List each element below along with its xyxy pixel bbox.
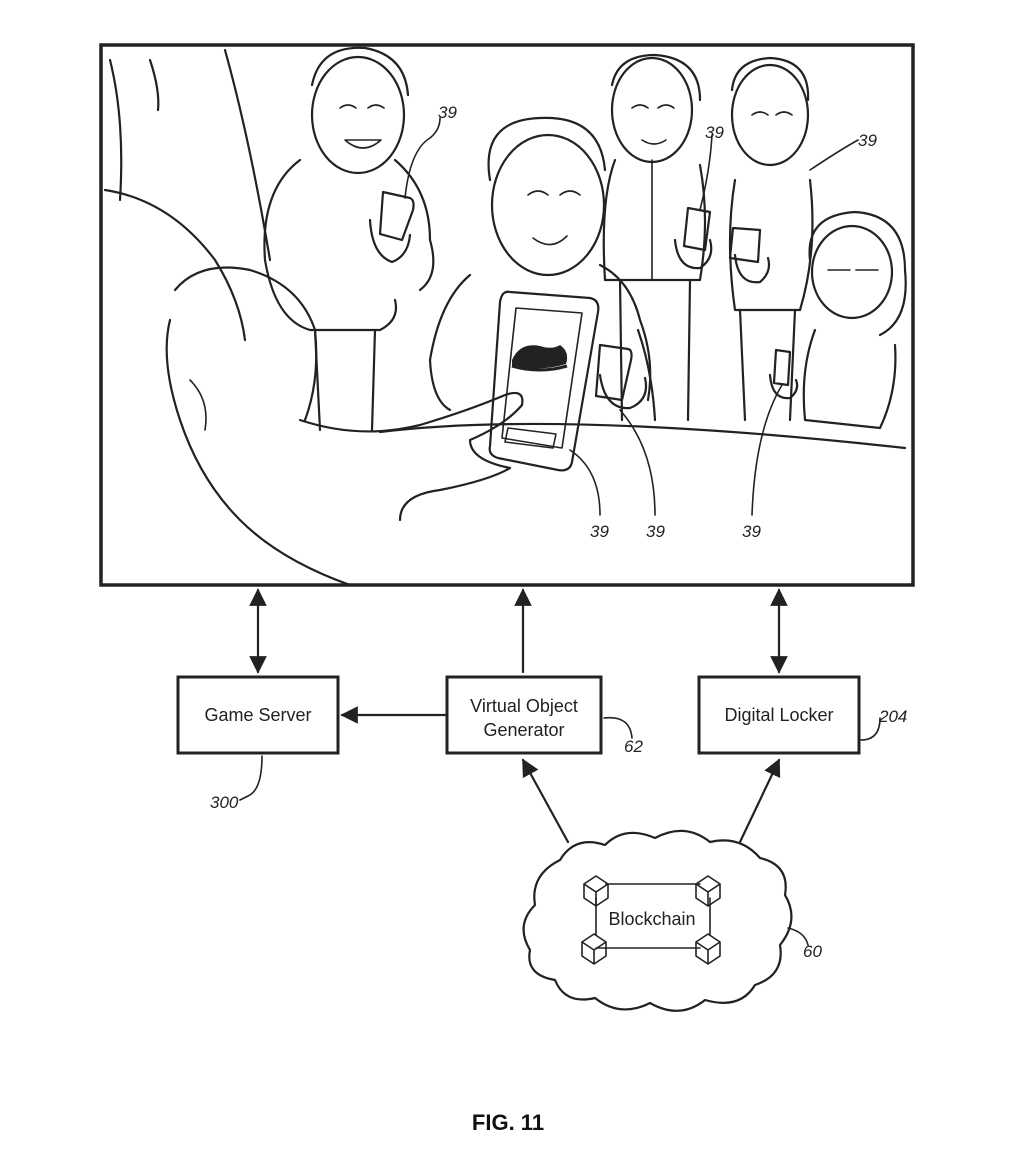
- sneaker-icon: [511, 345, 568, 372]
- block-cube-icon: [695, 875, 721, 907]
- virtual-object-generator-block: Virtual Object Generator 62: [445, 675, 643, 756]
- ref-39-a: 39: [438, 103, 457, 122]
- ar-scene: 39 39 39 39 39 39: [99, 43, 915, 587]
- blockchain-label: Blockchain: [608, 909, 695, 929]
- ref-39-e: 39: [646, 522, 665, 541]
- digital-locker-label: Digital Locker: [724, 705, 833, 725]
- scene-frame: [99, 43, 915, 587]
- person-2: [428, 116, 657, 422]
- blockchain-to-locker-arrow: [738, 758, 781, 844]
- person-3: [602, 53, 713, 422]
- blockchain-ref: 60: [803, 942, 822, 961]
- foreground-user: [103, 48, 524, 587]
- reference-leaders: [404, 117, 859, 516]
- digital-locker-ref: 204: [878, 707, 907, 726]
- held-phone: [488, 290, 600, 472]
- block-cube-icon: [581, 933, 607, 965]
- game-server-ref: 300: [210, 793, 239, 812]
- block-cube-icon: [695, 933, 721, 965]
- cloud-outline: [522, 829, 793, 1012]
- generator-label-line2: Generator: [483, 720, 564, 740]
- game-server-block: Game Server 300: [176, 675, 340, 812]
- person-1: [263, 46, 435, 432]
- game-server-label: Game Server: [204, 705, 311, 725]
- ref-39-f: 39: [742, 522, 761, 541]
- blockchain-network: [581, 875, 721, 965]
- person-4: [728, 56, 814, 422]
- generator-ref: 62: [624, 737, 643, 756]
- generator-label-line1: Virtual Object: [470, 696, 578, 716]
- ref-39-b: 39: [705, 123, 724, 142]
- blockchain-cloud: Blockchain 60: [522, 829, 822, 1012]
- ref-39-d: 39: [590, 522, 609, 541]
- connectors: [249, 588, 788, 844]
- table-edge: [378, 422, 907, 450]
- blockchain-to-generator-arrow: [521, 758, 570, 844]
- block-cube-icon: [583, 875, 609, 907]
- person-5: [768, 210, 907, 430]
- figure-caption: FIG. 11: [472, 1110, 544, 1135]
- ref-39-c: 39: [858, 131, 877, 150]
- digital-locker-block: Digital Locker 204: [697, 675, 907, 755]
